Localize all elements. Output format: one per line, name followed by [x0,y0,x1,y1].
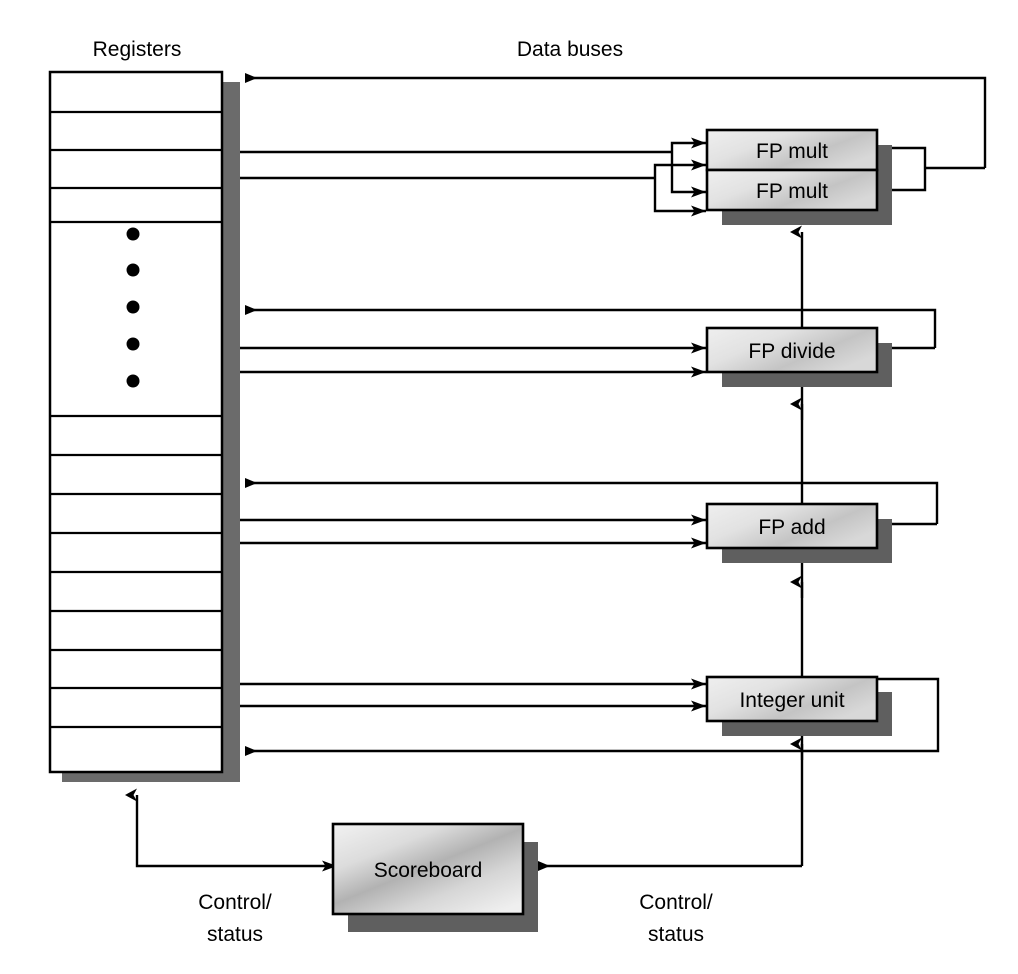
wire-fpmult-writeback [245,73,987,168]
register-row-dividers [50,110,222,729]
wire-fpmult1-in2 [653,159,706,178]
fp-add[interactable]: FP add [705,502,879,550]
register-file [48,70,224,774]
wire-fpmult2-in1 [670,152,706,198]
scoreboard[interactable]: Scoreboard [331,822,525,916]
fp-mult-2[interactable]: FP mult [705,168,879,212]
control-status-right-line2: status [648,923,704,946]
control-status-right-line1: Control/ [639,891,713,914]
wire-fpdivide-writeback [245,305,937,348]
fp-divide[interactable]: FP divide [705,326,879,374]
wire-fpmult1-in1 [670,137,706,152]
wire-fpmult2-in2 [653,178,706,217]
fp-mult-2-label: FP mult [756,180,828,203]
fp-mult-1[interactable]: FP mult [705,128,879,172]
wire-fpadd-writeback [245,478,939,524]
fp-mult-1-label: FP mult [756,140,828,163]
registers-label: Registers [93,38,182,61]
control-status-left-line2: status [207,923,263,946]
integer-unit-label: Integer unit [739,689,844,712]
scoreboard-label: Scoreboard [374,859,483,882]
wire-integer-writeback [245,677,940,756]
wire-scoreboard-to-registers [125,788,313,868]
fp-divide-label: FP divide [748,340,835,363]
data-buses-label: Data buses [517,38,623,61]
control-status-left-line1: Control/ [198,891,272,914]
register-ellipsis-dots [126,227,140,388]
fp-add-label: FP add [758,516,825,539]
integer-unit[interactable]: Integer unit [705,675,879,723]
register-bus-bar [220,82,240,782]
